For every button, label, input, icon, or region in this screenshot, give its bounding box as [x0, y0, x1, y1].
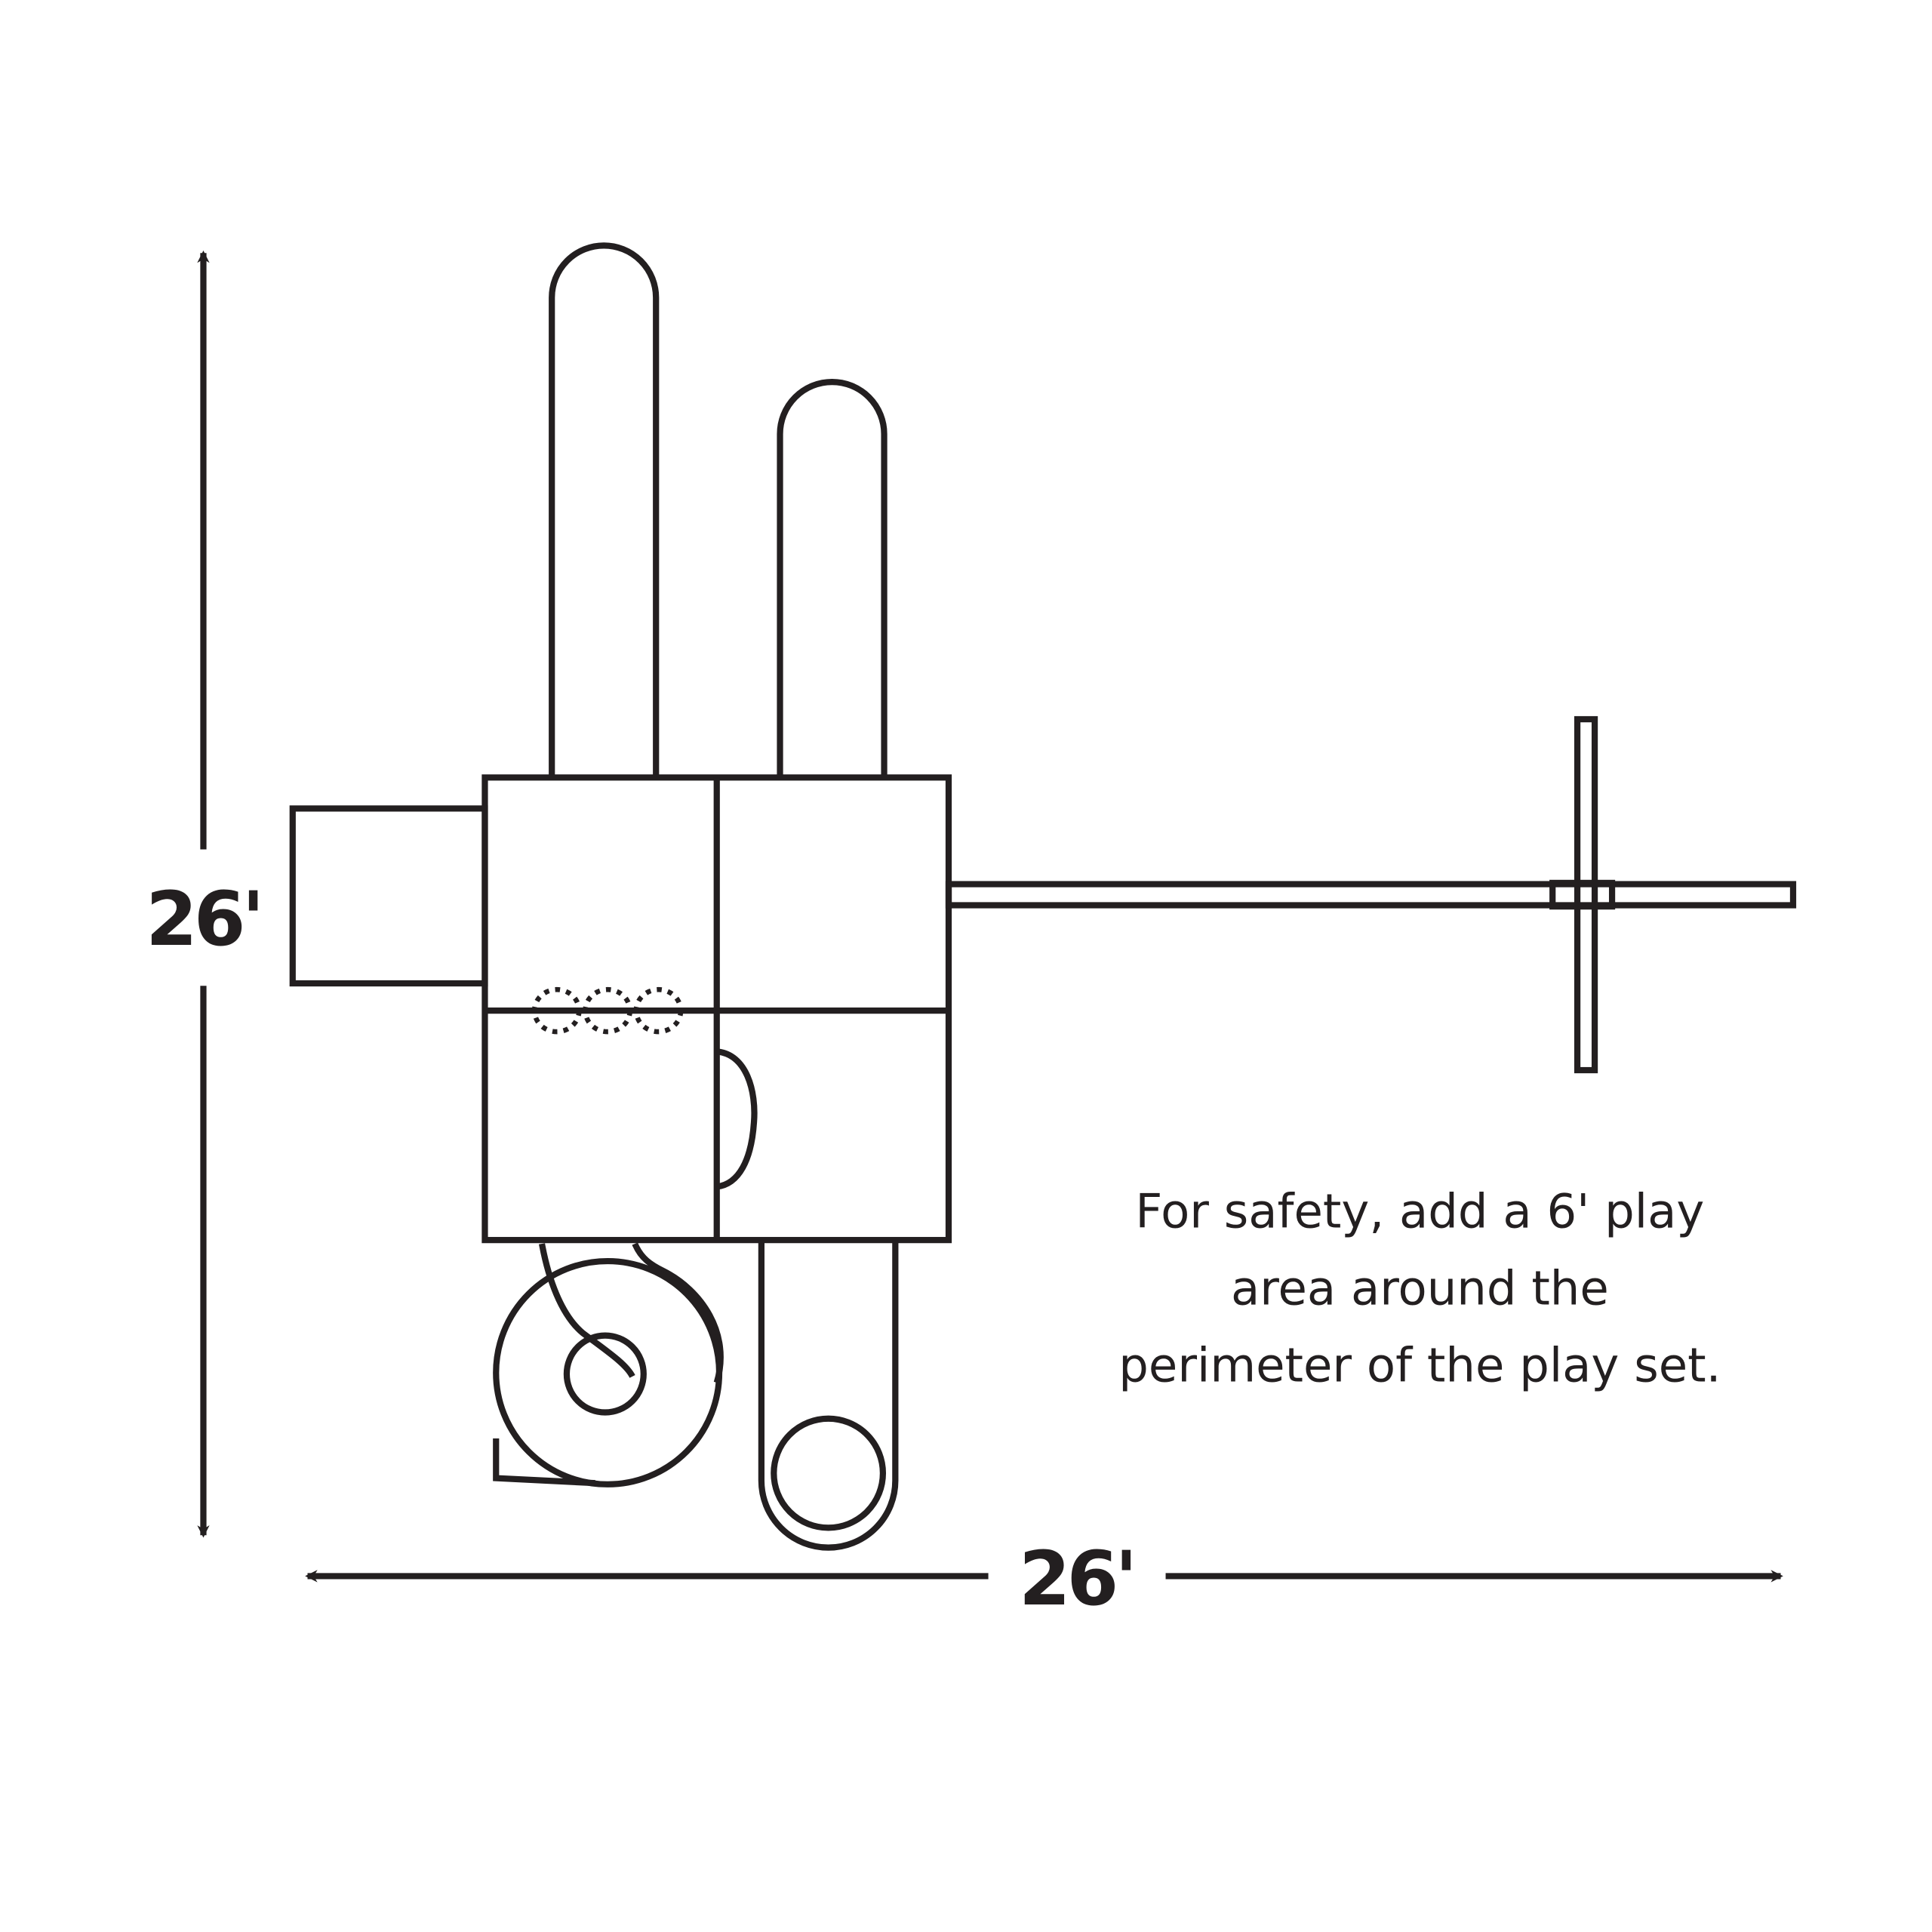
- height-label: 26': [146, 876, 261, 963]
- short-slide: [777, 378, 888, 778]
- bottom-slide: [758, 1240, 899, 1551]
- rock-wall-bump: [715, 1048, 758, 1190]
- long-slide: [549, 242, 660, 778]
- safety-note: For safety, add a 6' play area around th…: [1118, 1184, 1721, 1393]
- width-label: 26': [1019, 1536, 1134, 1623]
- note-line-3: perimeter of the play set.: [1118, 1337, 1721, 1392]
- side-platform: [289, 805, 488, 987]
- spiral-slide: [493, 1242, 724, 1487]
- note-line-1: For safety, add a 6' play: [1135, 1184, 1704, 1239]
- height-dimension: 26': [146, 250, 265, 1538]
- width-dimension: 26': [305, 1536, 1783, 1623]
- climbing-rings: [531, 986, 684, 1035]
- main-tower: [481, 774, 952, 1244]
- note-line-2: area around the: [1231, 1261, 1609, 1316]
- swing-beam: [945, 715, 1797, 1074]
